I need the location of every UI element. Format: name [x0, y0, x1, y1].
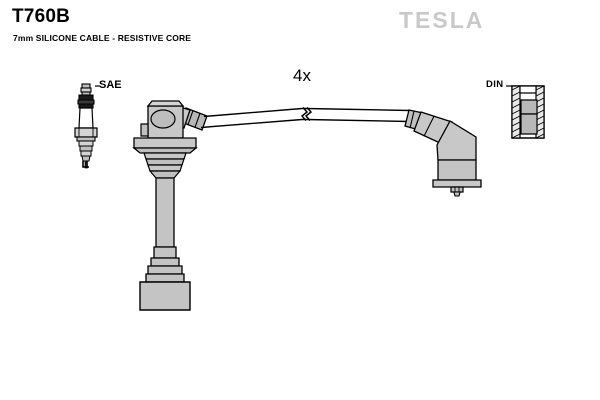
spark-plug-sae [74, 83, 98, 169]
right-connector-boot [404, 109, 482, 197]
callout-label-sae: SAE [99, 79, 122, 91]
brand-logo: TESLA [399, 7, 485, 33]
din-terminal [511, 85, 545, 139]
page-title: T760B [12, 6, 71, 27]
part-description: 7mm SILICONE CABLE - RESISTIVE CORE [13, 33, 192, 43]
ignition-cable [200, 107, 411, 129]
callout-label-din: DIN [486, 79, 504, 90]
quantity-label: 4x [293, 66, 311, 85]
left-connector-boot [132, 100, 208, 311]
